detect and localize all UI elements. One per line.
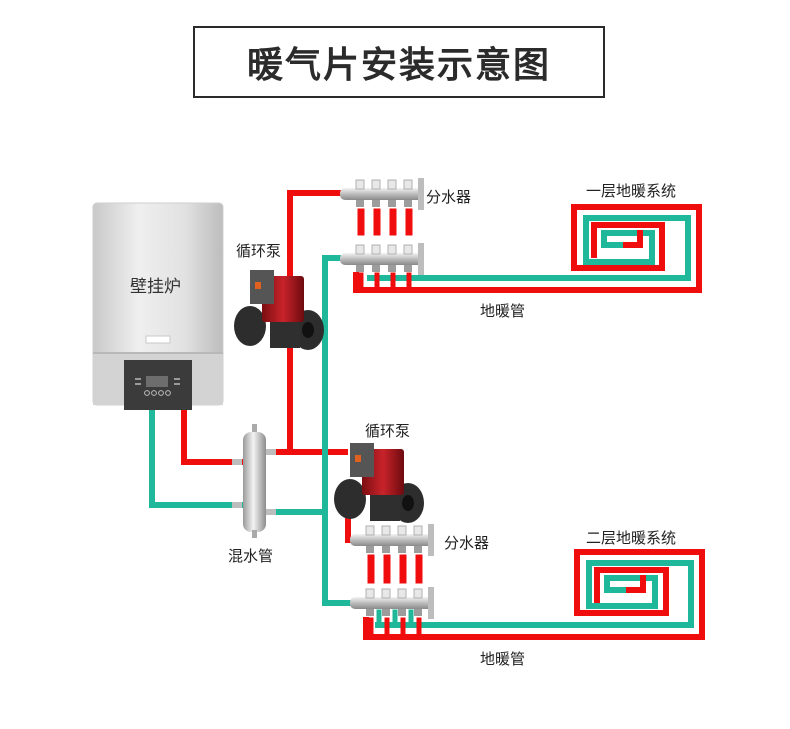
pump-lower-label: 循环泵 (365, 422, 411, 440)
page-title: 暖气片安装示意图 (246, 45, 551, 86)
pump-upper (234, 270, 324, 350)
title-box: 暖气片安装示意图 (193, 26, 605, 98)
floor-pipe-2-hot (363, 549, 705, 640)
manifold-upper-return (340, 243, 424, 275)
floor-pipe-1-cold (367, 215, 691, 281)
manifold-lower-return (350, 587, 434, 619)
system-floor2-label: 二层地暖系统 (586, 529, 677, 547)
pump-upper-label: 循环泵 (236, 242, 282, 260)
pump-lower (334, 443, 424, 523)
pipe-upper-hot-riser (287, 190, 346, 455)
boiler-label: 壁挂炉 (130, 277, 181, 297)
system-floor1-label: 一层地暖系统 (586, 182, 677, 200)
boiler (92, 202, 224, 410)
boiler-display (146, 376, 168, 387)
mixing-tank (232, 424, 276, 538)
manifold-lower-label: 分水器 (444, 534, 490, 552)
manifold-lower-supply (350, 524, 434, 556)
manifold-upper-label: 分水器 (426, 188, 472, 206)
pipe-boiler-cold-return (149, 402, 243, 508)
pipe-boiler-hot-out (181, 402, 243, 465)
pipe-cold-riser-lower (322, 509, 358, 606)
floor-pipe-2-cold (375, 560, 694, 628)
mixing-tank-label: 混水管 (228, 547, 274, 565)
manifold-upper-supply (340, 178, 424, 210)
floor-pipe-1-hot (353, 204, 702, 293)
floor-pipe-upper-label: 地暖管 (480, 302, 526, 320)
floor-pipe-lower-label: 地暖管 (480, 650, 526, 668)
